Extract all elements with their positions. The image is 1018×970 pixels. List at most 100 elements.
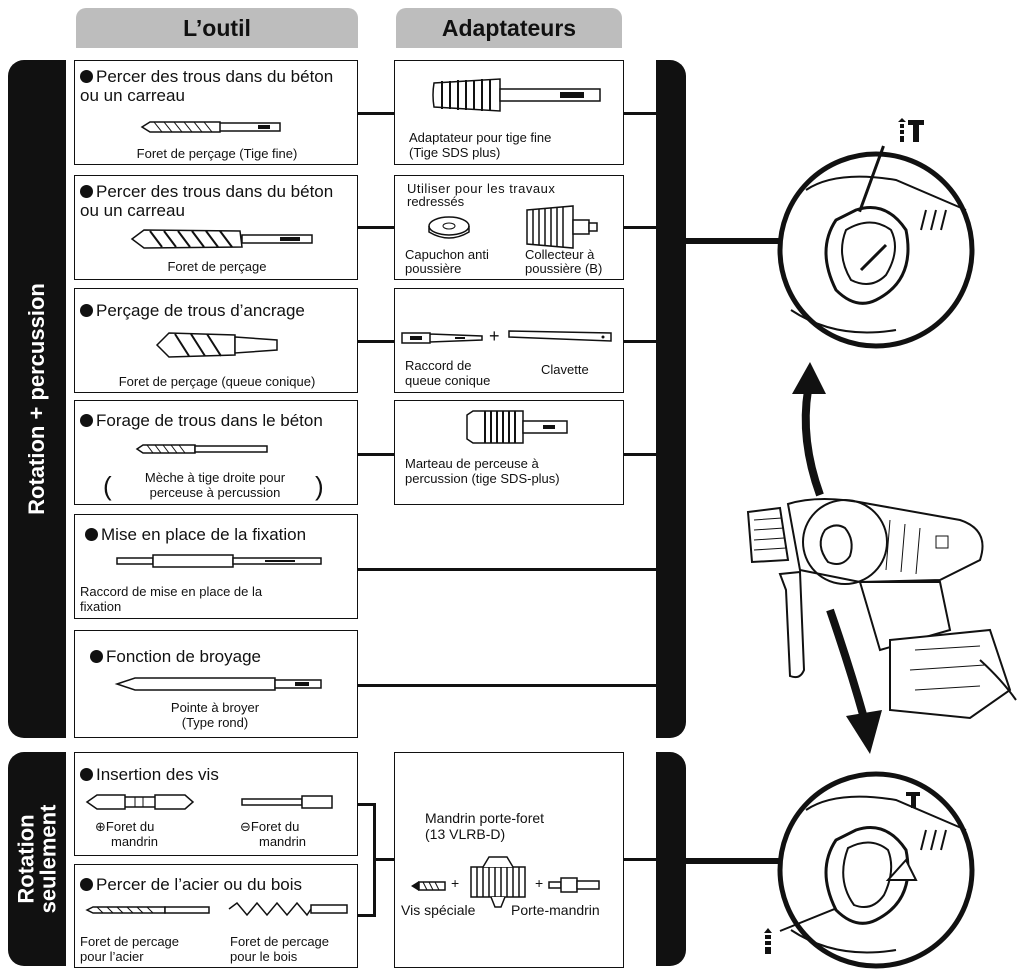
paren-right: ): [315, 471, 324, 501]
tool-box-grinding: Fonction de broyage Pointe à broyer (Typ…: [74, 630, 358, 738]
bullet-icon: [80, 304, 93, 317]
bullet-icon: [85, 528, 98, 541]
adapter-caption-a-line2: poussière: [405, 261, 462, 276]
connector-line: [624, 453, 656, 456]
connector-line: [358, 568, 656, 571]
adapter-caption: Adaptateur pour tige fine: [409, 130, 552, 145]
tool-caption: Foret de perçage (Tige fine): [136, 146, 298, 161]
adapter-title: Mandrin porte-foret: [425, 810, 545, 826]
bullet-icon: [80, 878, 93, 891]
tool-caption-b-line2: pour le bois: [230, 949, 298, 964]
tool-title: Percer de l’acier ou du bois: [80, 875, 302, 894]
tool-caption-a: Foret de percage: [80, 934, 180, 949]
bracket-line: [358, 914, 376, 917]
tool-caption: Foret de perçage: [167, 259, 267, 274]
rotation-mode-symbol-icon: [764, 928, 772, 954]
adapter-caption-a: Vis spéciale: [401, 902, 476, 918]
hammer-mode-symbol-icon: [898, 118, 924, 142]
mode-selector-hammer-detail: [777, 151, 975, 349]
adapter-caption: Marteau de perceuse à: [405, 456, 539, 471]
arrow-down-icon: [826, 608, 882, 754]
tool-box-steel-wood: Percer de l’acier ou du bois Foret de pe…: [74, 864, 358, 968]
adapter-box-thin-shank: Adaptateur pour tige fine (Tige SDS plus…: [394, 60, 624, 165]
connector-line: [358, 112, 394, 115]
plus-sign: +: [451, 875, 460, 891]
mode-selector-rotation-detail: [777, 771, 975, 969]
adapter-caption-b: Porte-mandrin: [511, 902, 600, 918]
adapter-title-line2: (13 VLRB-D): [425, 826, 506, 842]
tool-title: Mise en place de la fixation: [85, 525, 306, 544]
tool-caption-line2: perceuse à percussion: [149, 485, 281, 500]
thin-drill-bit-icon: [140, 121, 281, 133]
rotation-only-label: Rotation seulement: [13, 804, 61, 914]
bullet-icon: [80, 185, 93, 198]
adapter-box-taper: + Raccord de queue conique Clavette: [394, 288, 624, 393]
fixation-adapter-icon: [116, 554, 322, 568]
tool-title: Percer des trous dans du béton: [80, 182, 333, 201]
round-bull-point-icon: [114, 677, 322, 691]
tool-caption-a: ⊕Foret du: [95, 819, 155, 834]
rotation-percussion-band: Rotation + percussion: [8, 60, 66, 738]
plus-sign-2: +: [535, 875, 544, 891]
adapter-caption-a-line2: queue conique: [405, 373, 491, 388]
adapter-box-chuck: Marteau de perceuse à percussion (tige S…: [394, 400, 624, 505]
thin-shank-adapter-icon: [432, 78, 601, 112]
keyless-chuck-icon: [470, 856, 526, 908]
arrow-up-icon: [792, 362, 826, 497]
adapter-box-dust: Utiliser pour les travaux redressés Capu…: [394, 175, 624, 280]
connector-line: [373, 858, 394, 861]
tool-box-concrete: Percer des trous dans du béton ou un car…: [74, 175, 358, 280]
phillips-bit-icon: [85, 794, 195, 810]
tool-title: Insertion des vis: [80, 765, 219, 784]
rotation-percussion-label: Rotation + percussion: [24, 283, 49, 515]
bullet-icon: [80, 768, 93, 781]
connector-line: [624, 226, 656, 229]
tool-column-header: L’outil: [76, 8, 358, 48]
tool-title-line2: ou un carreau: [80, 86, 185, 105]
tool-caption-b: ⊖Foret du: [240, 819, 300, 834]
bullet-icon: [80, 70, 93, 83]
tapered-shank-drill-icon: [155, 332, 278, 358]
right-band-rotation: [656, 752, 686, 966]
tool-caption: Pointe à broyer: [170, 700, 260, 715]
tool-box-fixation: Mise en place de la fixation Raccord de …: [74, 514, 358, 619]
tool-caption-line2: fixation: [80, 599, 122, 614]
connector-to-detail: [686, 238, 782, 244]
special-screw-icon: [411, 881, 446, 891]
tool-box-screws: Insertion des vis ⊕Foret du mandrin ⊖For…: [74, 752, 358, 856]
connector-line: [358, 453, 394, 456]
slotted-bit-icon: [241, 795, 333, 809]
connector-line: [624, 340, 656, 343]
adapters-column-header: Adaptateurs: [396, 8, 622, 48]
steel-drill-bit-icon: [85, 906, 210, 914]
tool-box-concrete-thin: Percer des trous dans du béton ou un car…: [74, 60, 358, 165]
tool-caption: Raccord de mise en place de la: [80, 584, 263, 599]
bullet-icon: [80, 414, 93, 427]
wedge-icon: [508, 330, 612, 342]
connector-line: [624, 858, 656, 861]
rotary-hammer-illustration: [746, 498, 1017, 720]
tool-caption: Foret de perçage (queue conique): [118, 374, 316, 389]
wood-drill-bit-icon: [228, 901, 348, 917]
adapter-caption-b: Collecteur à: [525, 247, 595, 262]
straight-shank-bit-icon: [135, 444, 268, 454]
right-band-percussion: [656, 60, 686, 738]
connector-line: [358, 340, 394, 343]
adapter-caption-line2: (Tige SDS plus): [409, 145, 501, 160]
tool-caption-line2: (Type rond): [181, 715, 249, 730]
tool-title: Perçage de trous d’ancrage: [80, 301, 305, 320]
chuck-holder-icon: [548, 877, 600, 893]
bracket-line: [358, 803, 376, 806]
adapter-box-keyless-chuck: Mandrin porte-foret (13 VLRB-D) + + Vis …: [394, 752, 624, 968]
dust-collector-icon: [526, 205, 598, 249]
bullet-icon: [90, 650, 103, 663]
adapter-caption-a: Raccord de: [405, 358, 472, 373]
tool-caption-b: Foret de percage: [230, 934, 330, 949]
tool-caption-a-line2: pour l’acier: [80, 949, 144, 964]
adapter-caption-line2: percussion (tige SDS-plus): [405, 471, 560, 486]
tool-caption-b-line2: mandrin: [259, 834, 306, 849]
tool-title-line2: ou un carreau: [80, 201, 185, 220]
drill-chuck-icon: [466, 410, 568, 444]
adapter-caption-b: Clavette: [541, 362, 589, 377]
tool-title: Percer des trous dans du béton: [80, 67, 333, 86]
